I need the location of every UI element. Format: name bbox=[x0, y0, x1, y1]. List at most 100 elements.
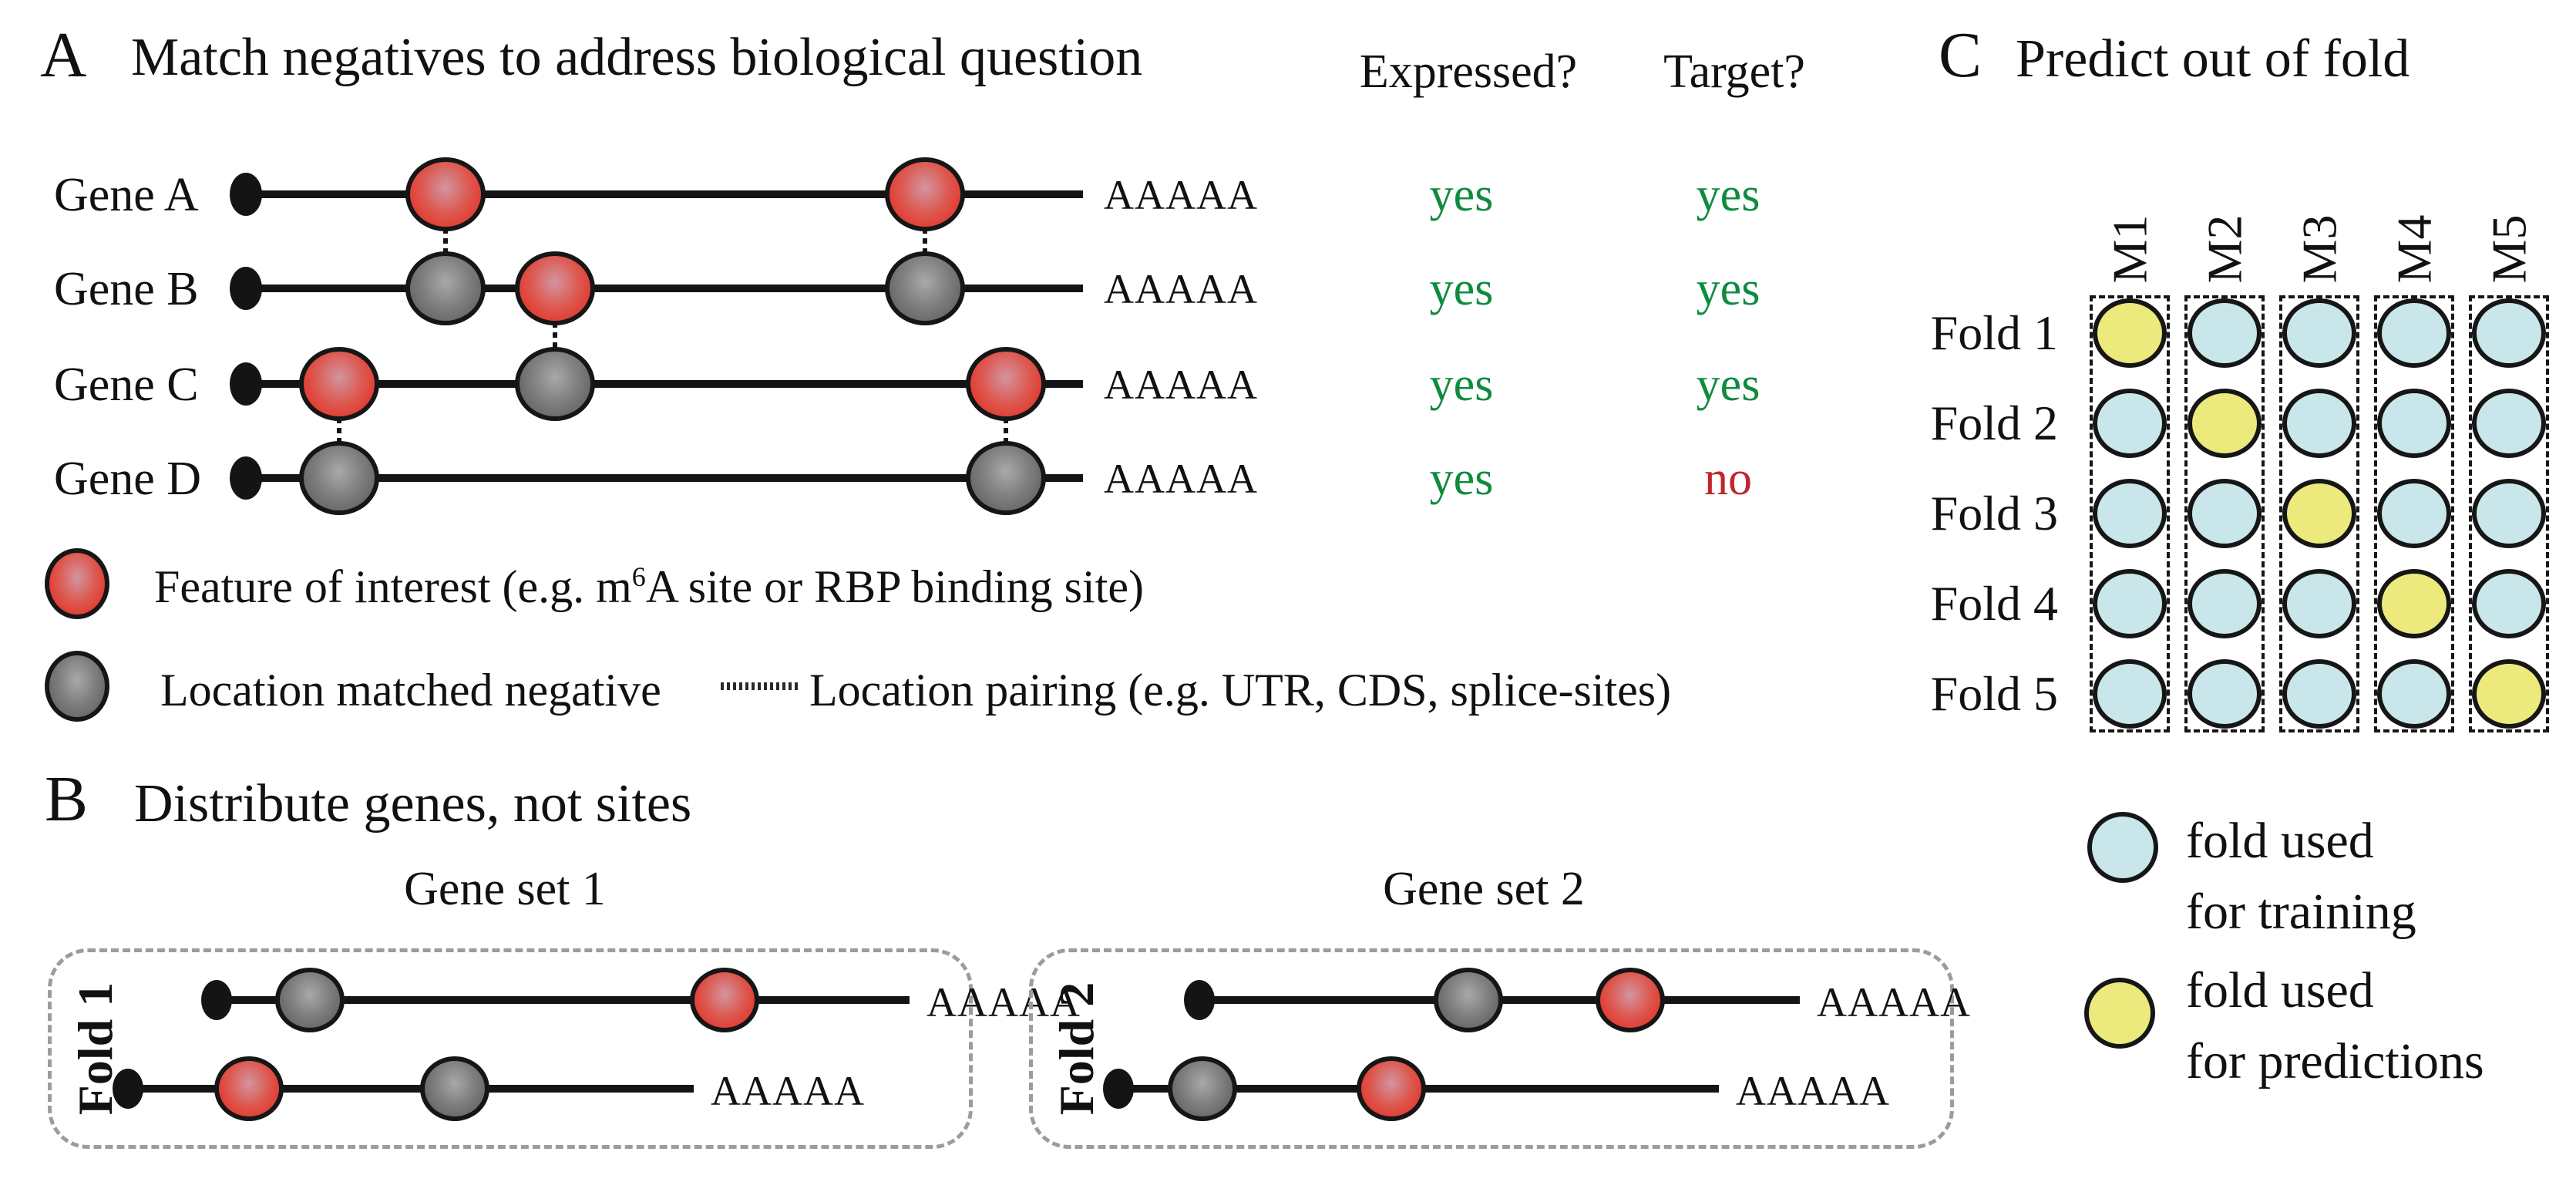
polya-tail-label: AAAAA bbox=[926, 979, 1081, 1025]
feature-site-circle bbox=[1596, 968, 1665, 1032]
location-pairing-connector bbox=[337, 418, 341, 444]
polya-tail-label: AAAAA bbox=[1104, 362, 1258, 408]
cv-cell-training-circle bbox=[2093, 659, 2167, 729]
gene-label: Gene A bbox=[54, 169, 199, 221]
cv-cell-training-circle bbox=[2377, 389, 2451, 458]
model-column-dashed-box bbox=[2374, 295, 2454, 732]
legend-feature-label-post: A site or RBP binding site) bbox=[645, 561, 1144, 612]
gene-set-title: Gene set 2 bbox=[1383, 863, 1585, 915]
legend-negative-circle bbox=[45, 651, 109, 722]
cv-cell-training-circle bbox=[2093, 569, 2167, 638]
model-column-dashed-box bbox=[2469, 295, 2549, 732]
cv-cell-prediction-circle bbox=[2188, 389, 2262, 458]
model-column-header: M2 bbox=[2182, 179, 2267, 284]
legend-pairing-dotted-line bbox=[721, 682, 799, 690]
legend-feature-circle bbox=[45, 548, 109, 619]
legend-training-circle bbox=[2087, 812, 2158, 883]
cv-cell-prediction-circle bbox=[2093, 298, 2167, 368]
cv-cell-training-circle bbox=[2282, 389, 2356, 458]
transcript-start-dot bbox=[113, 1069, 143, 1109]
cv-cell-training-circle bbox=[2282, 569, 2356, 638]
fold-row-label: Fold 1 bbox=[1930, 305, 2058, 360]
polya-tail-label: AAAAA bbox=[1736, 1068, 1890, 1114]
transcript-start-dot bbox=[230, 456, 262, 500]
cv-cell-training-circle bbox=[2188, 659, 2262, 729]
fold-rotated-label: Fold 1 bbox=[59, 964, 133, 1133]
expressed-value: yes bbox=[1429, 263, 1494, 315]
legend-prediction-circle bbox=[2084, 978, 2155, 1049]
feature-site-circle bbox=[299, 347, 379, 421]
gene-line bbox=[245, 190, 1083, 198]
model-column-dashed-box bbox=[2279, 295, 2359, 732]
negative-site-circle bbox=[1168, 1056, 1237, 1121]
model-column-header: M4 bbox=[2372, 179, 2457, 284]
negative-site-circle bbox=[299, 441, 379, 515]
model-column-header-text: M2 bbox=[2197, 214, 2251, 284]
model-column-header: M5 bbox=[2467, 179, 2551, 284]
cv-cell-training-circle bbox=[2188, 479, 2262, 548]
cv-cell-training-circle bbox=[2093, 389, 2167, 458]
fold-rotated-label: Fold 2 bbox=[1040, 964, 1114, 1133]
location-pairing-connector bbox=[553, 322, 557, 350]
legend-feature-label-sup: 6 bbox=[631, 561, 646, 592]
legend-training-line-1: fold used bbox=[2186, 813, 2374, 869]
gene-label: Gene D bbox=[54, 453, 202, 505]
legend-negative-label: Location matched negative bbox=[160, 665, 661, 716]
feature-site-circle bbox=[515, 251, 595, 325]
negative-site-circle bbox=[885, 251, 965, 325]
panel-b-letter: B bbox=[45, 763, 89, 835]
model-column-header: M3 bbox=[2277, 179, 2362, 284]
transcript-start-dot bbox=[230, 267, 262, 310]
legend-prediction-line-2: for predictions bbox=[2186, 1033, 2484, 1089]
model-column-header-text: M4 bbox=[2386, 214, 2441, 284]
legend-prediction-line-1: fold used bbox=[2186, 962, 2374, 1019]
transcript-start-dot bbox=[1184, 980, 1215, 1020]
negative-site-circle bbox=[275, 968, 345, 1032]
location-pairing-connector bbox=[1004, 418, 1008, 444]
panel-a-letter: A bbox=[40, 19, 87, 91]
cv-cell-training-circle bbox=[2282, 659, 2356, 729]
location-pairing-connector bbox=[443, 228, 448, 254]
feature-site-circle bbox=[966, 347, 1046, 421]
panel-c-letter: C bbox=[1939, 19, 1982, 91]
gene-line bbox=[127, 1085, 694, 1093]
feature-site-circle bbox=[1357, 1056, 1426, 1121]
expressed-value: yes bbox=[1429, 359, 1494, 411]
polya-tail-label: AAAAA bbox=[1817, 979, 1971, 1025]
gene-line bbox=[245, 380, 1083, 388]
cv-cell-training-circle bbox=[2282, 298, 2356, 368]
feature-site-circle bbox=[690, 968, 759, 1032]
cv-cell-training-circle bbox=[2472, 389, 2546, 458]
cv-cell-training-circle bbox=[2093, 479, 2167, 548]
feature-site-circle bbox=[405, 157, 486, 231]
fold-rotated-label-text: Fold 2 bbox=[1049, 982, 1104, 1116]
cv-cell-training-circle bbox=[2188, 298, 2262, 368]
legend-feature-label: Feature of interest (e.g. m6A site or RB… bbox=[154, 560, 1144, 615]
model-column-dashed-box bbox=[2184, 295, 2265, 732]
expressed-value: yes bbox=[1429, 453, 1494, 505]
negative-site-circle bbox=[515, 347, 595, 421]
fold-row-label: Fold 4 bbox=[1930, 576, 2058, 631]
gene-line bbox=[245, 285, 1083, 292]
target-value: yes bbox=[1696, 169, 1760, 221]
negative-site-circle bbox=[420, 1056, 489, 1121]
transcript-start-dot bbox=[230, 173, 262, 216]
cv-cell-prediction-circle bbox=[2377, 569, 2451, 638]
cv-cell-training-circle bbox=[2377, 659, 2451, 729]
target-column-header: Target? bbox=[1663, 45, 1805, 98]
gene-set-fold-box bbox=[1029, 948, 1954, 1149]
model-column-dashed-box bbox=[2090, 295, 2170, 732]
model-column-header-text: M1 bbox=[2102, 214, 2157, 284]
feature-site-circle bbox=[885, 157, 965, 231]
legend-training-line-2: for training bbox=[2186, 884, 2416, 940]
panel-c-title: Predict out of fold bbox=[2016, 29, 2410, 89]
gene-set-title: Gene set 1 bbox=[404, 863, 606, 915]
polya-tail-label: AAAAA bbox=[1104, 266, 1258, 312]
transcript-start-dot bbox=[1103, 1069, 1134, 1109]
cv-cell-prediction-circle bbox=[2472, 659, 2546, 729]
cv-cell-training-circle bbox=[2472, 479, 2546, 548]
fold-row-label: Fold 3 bbox=[1930, 486, 2058, 540]
expressed-column-header: Expressed? bbox=[1359, 45, 1578, 98]
expressed-value: yes bbox=[1429, 169, 1494, 221]
